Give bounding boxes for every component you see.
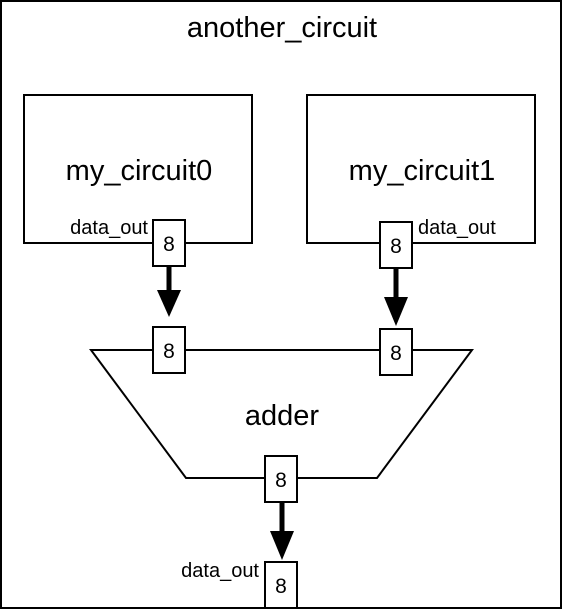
port-adder-in0-width: 8 — [163, 340, 175, 363]
my-circuit1-label: my_circuit1 — [349, 155, 496, 187]
my-circuit0-label: my_circuit0 — [66, 155, 213, 187]
port-circuit0-data-out: 8 — [152, 219, 186, 267]
port-top-data-out: 8 — [264, 561, 298, 609]
port-adder-in1: 8 — [379, 328, 413, 376]
port-adder-in0: 8 — [152, 326, 186, 374]
another-circuit-title: another_circuit — [187, 12, 377, 44]
port-circuit1-width: 8 — [390, 235, 402, 258]
adder-block — [89, 349, 474, 479]
arrow-circuit1-to-adder — [384, 268, 408, 326]
adder-label: adder — [245, 400, 320, 432]
port-circuit0-width: 8 — [163, 233, 175, 256]
port-adder-out: 8 — [264, 455, 298, 503]
arrow-circuit0-to-adder — [157, 266, 181, 317]
my-circuit0-block — [23, 94, 253, 244]
port-circuit1-data-out: 8 — [379, 221, 413, 269]
port-adder-in1-width: 8 — [390, 342, 402, 365]
my-circuit1-block — [306, 94, 536, 244]
port-top-width: 8 — [275, 575, 287, 598]
arrow-adder-to-output — [270, 502, 294, 560]
my-circuit0-data-out-label: data_out — [70, 217, 148, 239]
port-adder-out-width: 8 — [275, 469, 287, 492]
my-circuit1-data-out-label: data_out — [418, 217, 496, 239]
top-data-out-label: data_out — [181, 560, 259, 582]
